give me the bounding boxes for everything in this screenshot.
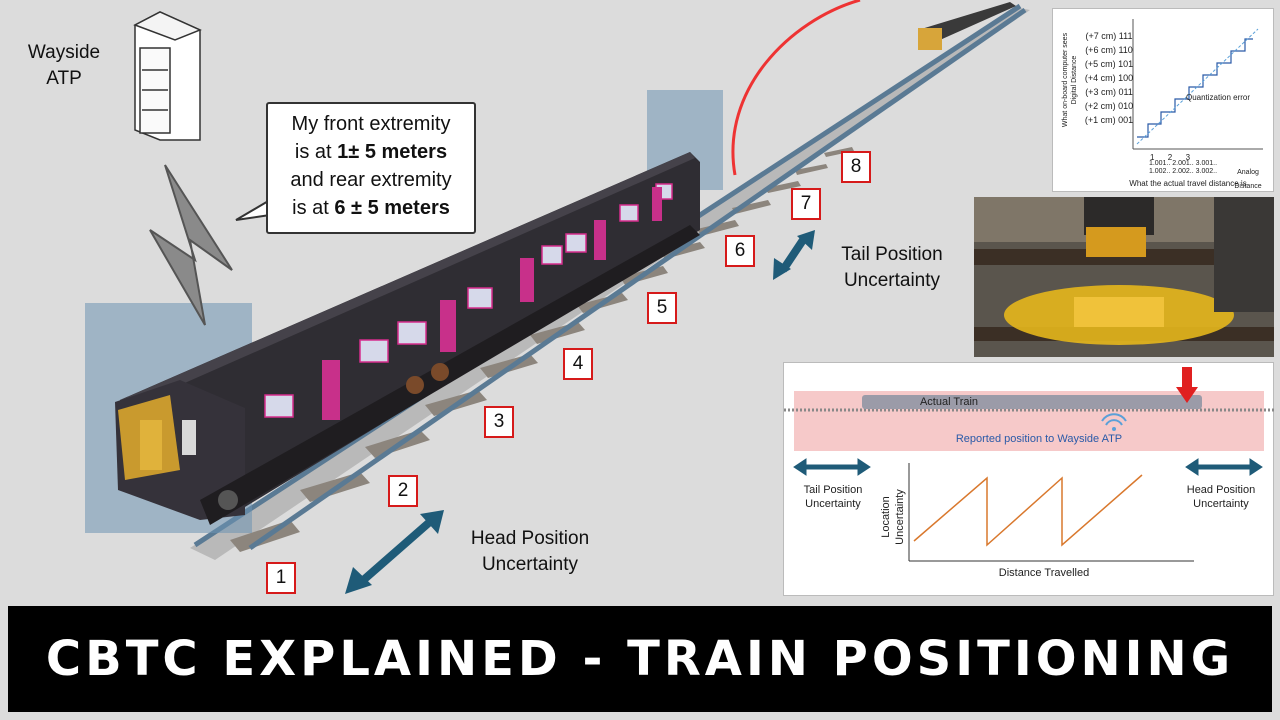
diagram-tail-label: Tail Position Uncertainty (803, 484, 863, 510)
quant-x-ticks: 1 2 3 (1149, 153, 1191, 162)
track-marker-1: 1 (266, 562, 296, 594)
wayside-atp-label: Wayside ATP (27, 42, 101, 89)
track-marker-4: 4 (563, 348, 593, 380)
quant-y-tick-4: (+4 cm) 100 (1084, 73, 1134, 83)
quant-y-tick-5: (+3 cm) 011 (1085, 87, 1133, 97)
callout-line3: and rear extremity (290, 169, 452, 191)
wayside-cabinet (133, 11, 202, 141)
quant-y-tick-6: (+2 cm) 010 (1084, 101, 1134, 111)
actual-train-shape (862, 395, 1202, 409)
quant-x-label: Analog Distance (1234, 169, 1262, 190)
diagram-y-axis-label: Location Uncertainty (880, 489, 906, 545)
diagram-train-label: Actual Train (919, 396, 979, 408)
uncertainty-diagram: Actual Train Reported position to Waysid… (783, 362, 1275, 596)
track-marker-7: 7 (791, 188, 821, 220)
tail-uncertainty-label: Tail Position Uncertainty (841, 244, 943, 291)
callout-line4: is at 6 ± 5 meters (292, 197, 450, 219)
track-marker-2: 2 (388, 475, 418, 507)
wifi-icon (1101, 413, 1127, 426)
diagram-reported-label: Reported position to Wayside ATP (955, 433, 1123, 445)
uncertainty-sawtooth (913, 474, 1143, 547)
track-marker-5: 5 (647, 292, 677, 324)
head-uncertainty-arrow (345, 510, 444, 594)
track-marker-3: 3 (484, 406, 514, 438)
quant-y-tick-1: (+7 cm) 111 (1085, 31, 1133, 41)
speech-callout: My front extremity is at 1± 5 meters and… (266, 102, 476, 234)
page-title: CBTC EXPLAINED - TRAIN POSITIONING (45, 631, 1235, 687)
main-train (115, 152, 700, 525)
track-marker-6: 6 (725, 235, 755, 267)
head-indicator-arrow-icon (1176, 367, 1198, 403)
quant-y-tick-7: (+1 cm) 001 (1084, 115, 1134, 125)
quant-y-tick-2: (+6 cm) 110 (1085, 45, 1133, 55)
diagram-x-axis-label: Distance Travelled (998, 567, 1090, 579)
callout-line2: is at 1± 5 meters (294, 141, 448, 163)
quant-x-sub-2: 1.002.. 2.002.. 3.002.. (1148, 168, 1218, 175)
analog-ideal-line (1136, 28, 1259, 145)
quant-error-label: Quantization error (1185, 93, 1251, 102)
onboard-sensor-photo (974, 197, 1274, 357)
quant-y-label: What on-board computer sees Digital Dist… (1062, 32, 1078, 128)
title-banner: CBTC EXPLAINED - TRAIN POSITIONING (8, 606, 1272, 712)
track-marker-8: 8 (841, 151, 871, 183)
quant-x-sub-1: 1.001.. 2.001.. 3.001.. (1148, 160, 1218, 167)
lightning-bolt-icon (149, 164, 233, 326)
distant-train (918, 2, 1016, 50)
quantization-chart: (+7 cm) 111 (+6 cm) 110 (+5 cm) 101 (+4 … (1052, 8, 1274, 192)
quant-x-caption: What the actual travel distance is (1129, 179, 1247, 188)
tail-uncertainty-arrow (773, 230, 815, 280)
radio-signal-arc (731, 0, 861, 176)
quant-y-tick-3: (+5 cm) 101 (1084, 59, 1134, 69)
quantization-staircase (1137, 38, 1253, 138)
diagram-head-label: Head Position Uncertainty (1186, 484, 1256, 510)
callout-line1: My front extremity (291, 113, 451, 135)
head-uncertainty-label: Head Position Uncertainty (470, 528, 590, 575)
